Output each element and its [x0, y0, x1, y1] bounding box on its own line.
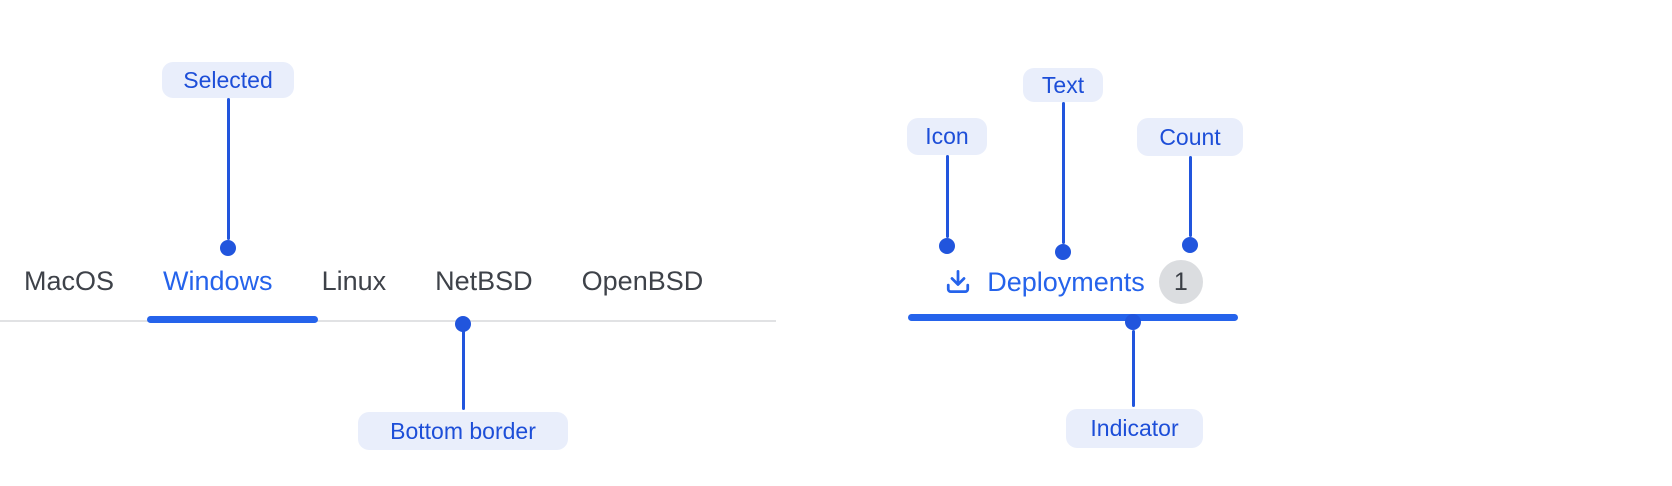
tab-netbsd[interactable]: NetBSD [435, 265, 533, 296]
callout-icon-line [945, 155, 949, 238]
callout-indicator-line [1131, 330, 1135, 407]
callout-text-dot [1055, 244, 1071, 260]
callout-indicator-dot [1125, 314, 1141, 330]
tabbar-bottom-border [0, 320, 776, 322]
download-icon [947, 270, 970, 293]
callout-indicator-label: Indicator [1066, 409, 1203, 448]
callout-count-dot [1182, 237, 1198, 253]
callout-icon-label: Icon [907, 118, 987, 155]
tab-windows[interactable]: Windows [163, 265, 273, 296]
tab-linux[interactable]: Linux [321, 265, 387, 296]
selected-tab-underline [147, 316, 318, 323]
callout-text-label: Text [1023, 68, 1103, 102]
callout-bottom-border-line [461, 330, 465, 410]
callout-count-label: Count [1137, 118, 1243, 156]
callout-bottom-border-dot [455, 316, 471, 332]
callout-icon-dot [939, 238, 955, 254]
callout-selected-line [226, 98, 230, 240]
callout-bottom-border-label: Bottom border [358, 412, 568, 450]
callout-count-line [1188, 156, 1192, 237]
deployments-tab-label: Deployments [987, 266, 1145, 297]
tab-macos[interactable]: MacOS [24, 265, 115, 296]
deployments-tab-indicator [908, 314, 1238, 321]
callout-text-line [1061, 102, 1065, 244]
deployments-count-badge: 1 [1158, 260, 1203, 304]
callout-selected-label: Selected [162, 62, 294, 98]
tab-openbsd[interactable]: OpenBSD [581, 265, 704, 296]
tab-deployments[interactable]: Deployments 1 [908, 258, 1238, 306]
os-tabbar: MacOS Windows Linux NetBSD OpenBSD [24, 262, 703, 300]
callout-selected-dot [220, 240, 236, 256]
